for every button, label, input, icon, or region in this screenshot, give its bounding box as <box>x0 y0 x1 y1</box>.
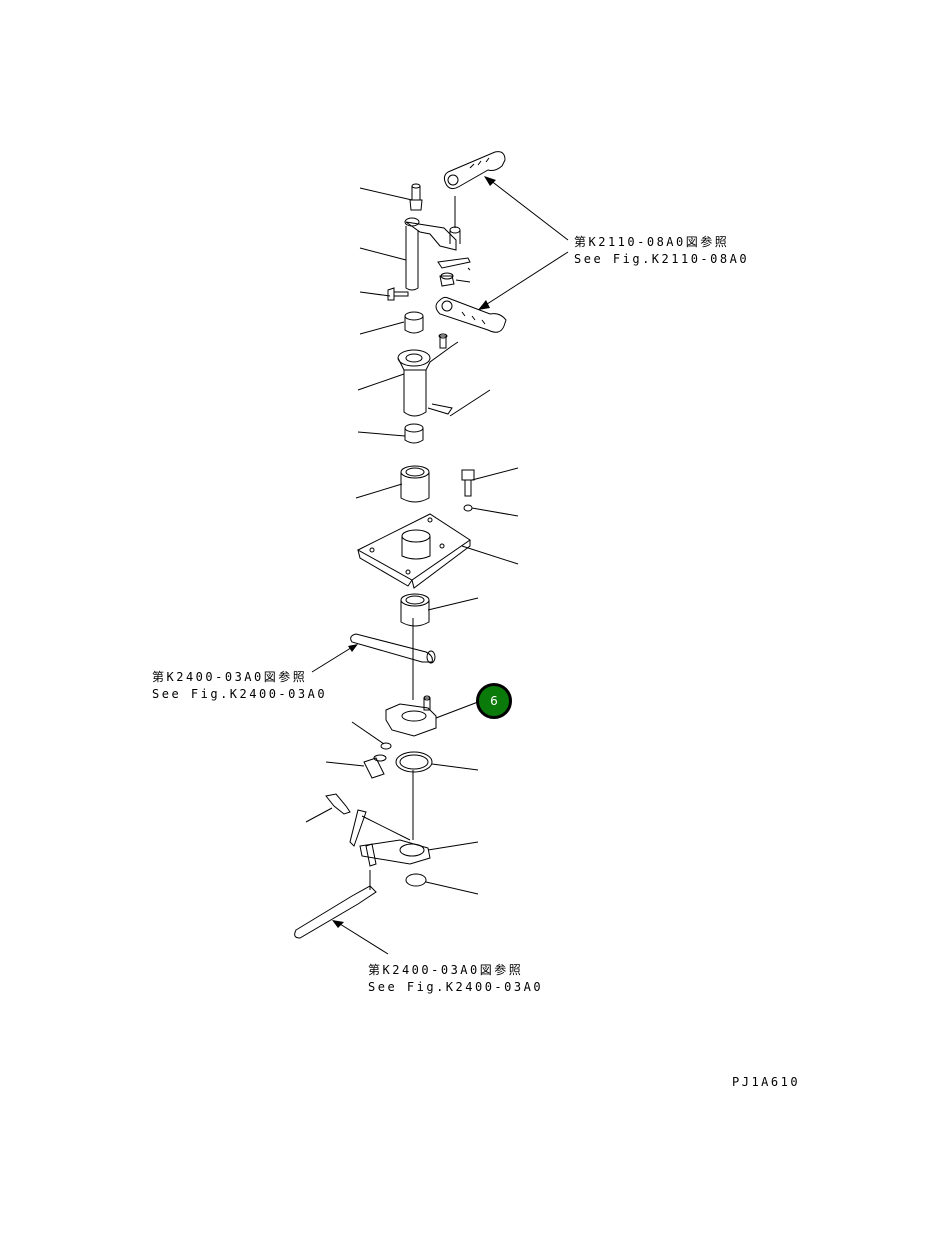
leader-line <box>362 816 410 840</box>
leader-line <box>456 280 470 282</box>
reference-k2110-en: See Fig.K2110-08A0 <box>574 252 750 266</box>
arrowhead <box>348 644 358 652</box>
grease-nipple <box>410 184 422 210</box>
bushing-lower <box>401 594 429 626</box>
leader-line <box>358 432 405 436</box>
lock-washer <box>350 810 366 846</box>
rod-bottom <box>295 870 376 938</box>
leader-line <box>356 484 402 498</box>
leader-line <box>428 598 478 610</box>
leader-line <box>358 374 404 390</box>
bolt <box>462 470 474 496</box>
leader-line <box>426 882 478 894</box>
washer <box>464 505 472 511</box>
small-washer-left <box>381 743 391 749</box>
leader-line <box>360 292 390 296</box>
leader-line <box>468 268 470 270</box>
reference-k2400-bottom-jp: 第K2400-03A0図参照 <box>368 963 524 977</box>
arrowhead <box>478 300 490 310</box>
leader-line <box>450 390 490 416</box>
reference-k2400-mid-jp: 第K2400-03A0図参照 <box>152 670 308 684</box>
leader-line <box>472 508 518 516</box>
lever-shaft-part <box>405 218 460 290</box>
bracket-plate <box>358 514 470 588</box>
rivet-small <box>388 288 408 300</box>
snap-ring-lower <box>406 874 426 886</box>
leader-line <box>462 546 518 564</box>
bushing-upper <box>405 312 423 333</box>
drawing-code: PJ1A610 <box>732 1075 801 1089</box>
reference-arrow-line <box>340 924 388 954</box>
clamp-lever-part <box>386 696 436 736</box>
reference-k2400-mid-en: See Fig.K2400-03A0 <box>152 687 328 701</box>
shaft-middle <box>351 634 435 663</box>
lower-link-part <box>436 297 506 332</box>
reference-arrow-line <box>490 180 568 240</box>
leader-line <box>360 248 406 260</box>
reference-arrow-line <box>484 252 568 306</box>
bolt-lower-left <box>326 794 350 814</box>
arrowhead <box>332 920 344 928</box>
bushing-large <box>401 466 429 502</box>
leader-line <box>428 842 478 850</box>
leader-line <box>360 322 404 334</box>
arrowhead <box>484 176 496 186</box>
reference-arrow-line <box>312 646 354 672</box>
reference-k2110-jp: 第K2110-08A0図参照 <box>574 235 730 249</box>
leader-line <box>472 468 518 480</box>
bushing-middle <box>405 424 423 443</box>
split-pin <box>438 258 470 268</box>
leader-line <box>306 808 332 822</box>
reference-k2400-bottom-en: See Fig.K2400-03A0 <box>368 980 544 994</box>
leader-line <box>432 764 478 770</box>
upper-link-part <box>444 152 505 189</box>
lever-pin-part <box>398 334 458 416</box>
leader-line <box>326 762 364 766</box>
nut <box>440 273 454 286</box>
lower-lever-part <box>360 840 430 866</box>
snap-ring <box>396 752 432 772</box>
leader-line <box>436 702 478 718</box>
leader-line <box>360 188 412 200</box>
callout-number: 6 <box>490 694 498 708</box>
leader-line <box>352 722 384 744</box>
callout-6-marker[interactable]: 6 <box>476 683 512 719</box>
small-bolt-left <box>364 755 386 778</box>
